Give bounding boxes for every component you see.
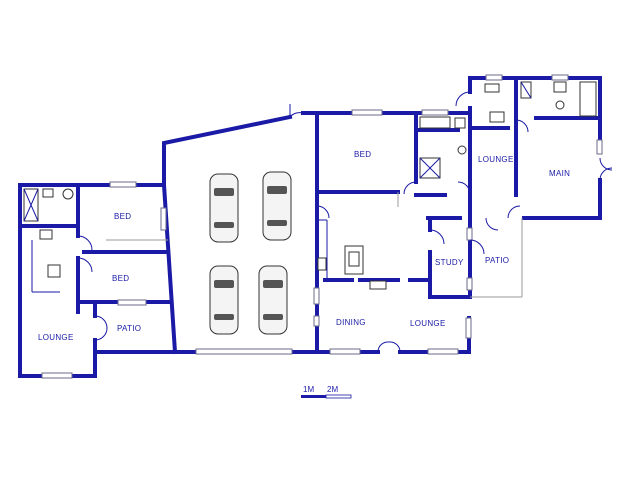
top-bedroom (403, 109, 472, 220)
room-label-bed-left-upper: BED (114, 212, 131, 221)
room-label-bed-top: BED (354, 150, 371, 159)
stove-icon (47, 264, 61, 278)
bathtub-icon (579, 81, 597, 117)
room-label-lounge-top: LOUNGE (478, 155, 514, 164)
garage (161, 104, 319, 355)
room-label-main: MAIN (549, 169, 570, 178)
room-label-lounge-left: LOUNGE (38, 333, 74, 342)
basin-icon (484, 83, 500, 93)
basin-icon (454, 117, 466, 129)
fireplace-icon (369, 280, 387, 290)
room-label-dining: DINING (336, 318, 366, 327)
room-label-patio-left: PATIO (117, 324, 141, 333)
scale-bar: 1M 2M (301, 385, 352, 399)
car-icon (258, 265, 288, 335)
left-wing (18, 181, 177, 379)
car-icon (209, 173, 239, 243)
car-icon (209, 265, 239, 335)
car-icon (262, 171, 292, 241)
stove-icon (348, 251, 360, 267)
room-label-lounge-bottom: LOUNGE (410, 319, 446, 328)
basin-icon (42, 188, 54, 198)
right-wing (426, 74, 613, 231)
room-label-study: STUDY (435, 258, 464, 267)
sink-icon (317, 257, 327, 271)
toilet-icon (62, 188, 74, 200)
scale-label-1m: 1M (303, 385, 314, 394)
central-block (313, 109, 472, 355)
basin-icon (489, 111, 505, 123)
toilet-icon (457, 145, 467, 155)
study-patio (428, 216, 523, 299)
room-label-patio-right: PATIO (485, 256, 509, 265)
toilet-icon (555, 100, 565, 110)
room-label-bed-left-lower: BED (112, 274, 129, 283)
scale-label-2m: 2M (327, 385, 338, 394)
basin-icon (553, 81, 567, 93)
bathtub-icon (419, 116, 451, 129)
sink-icon (39, 229, 53, 240)
